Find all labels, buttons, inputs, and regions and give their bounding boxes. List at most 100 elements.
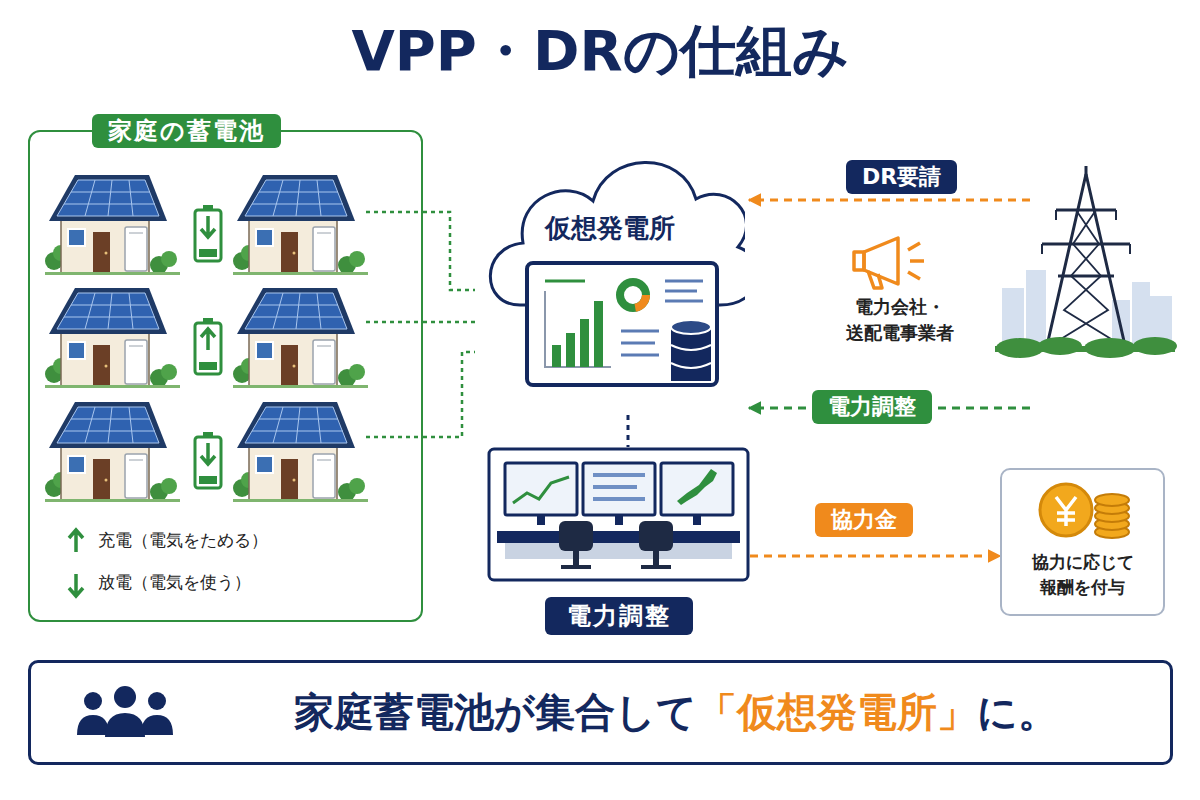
- graphic-part: [505, 463, 577, 515]
- graphic-part: [45, 175, 180, 275]
- edge-label: DR要請: [846, 160, 957, 194]
- graphic-part: [201, 216, 215, 237]
- graphic-part: [1041, 244, 1043, 254]
- graphic-part: [1056, 210, 1116, 342]
- graphic-part: [1095, 502, 1129, 514]
- connector: [749, 199, 1030, 202]
- connector: [423, 352, 475, 437]
- graphic-part: [573, 551, 579, 565]
- graphic-part: [45, 402, 180, 502]
- graphic-part: [545, 280, 585, 283]
- graphic-part: [671, 345, 711, 368]
- node-text: 家庭蓄電池が集合して: [294, 685, 697, 740]
- graphic-part: [671, 320, 711, 334]
- graphic-part: [69, 574, 83, 596]
- graphic-part: [1058, 275, 1114, 278]
- graphic-part: [84, 692, 102, 710]
- graphic-part: [593, 485, 637, 489]
- graphic-part: [661, 463, 733, 515]
- graphic-part: [201, 443, 215, 464]
- graphic-part: [195, 432, 221, 488]
- graphic-part: [594, 301, 603, 367]
- connector: [423, 212, 475, 290]
- graphic-part: [559, 521, 593, 551]
- graphic-part: [559, 521, 673, 569]
- graphic-part: [854, 252, 864, 270]
- banner-line: 家庭蓄電池が集合して「仮想発電所」に。: [201, 663, 1150, 762]
- legend-arrows: [69, 530, 83, 596]
- graphic-part: [114, 686, 136, 708]
- graphic-part: [665, 300, 703, 303]
- graphic-part: [583, 463, 655, 515]
- edge-label: 協力金: [815, 503, 913, 537]
- graphic-part: [513, 477, 569, 503]
- connector: [627, 415, 630, 447]
- node-text: 「仮想発電所」: [697, 685, 977, 740]
- cloud-shape: [475, 135, 745, 415]
- houses: [45, 175, 368, 502]
- graphic-part: [693, 515, 701, 525]
- legend-text: 充電（電気をためる）: [98, 529, 268, 552]
- graphic-part: [639, 521, 673, 551]
- summary-banner: 家庭蓄電池が集合して「仮想発電所」に。: [28, 660, 1173, 765]
- node-text: 電力調整: [545, 597, 693, 635]
- graphic-part: [566, 333, 575, 367]
- node-text: 協力に応じて報酬を付与: [1027, 550, 1138, 599]
- node-text: 電力会社・送配電事業者: [830, 294, 970, 346]
- reward-box: 協力に応じて報酬を付与: [1000, 468, 1165, 616]
- graphic-part: [665, 290, 697, 293]
- graphic-part: [105, 713, 145, 737]
- graphic-part: [1129, 244, 1131, 254]
- graphic-part: [621, 342, 655, 345]
- graphic-part: [593, 473, 645, 477]
- graphic-part: [141, 715, 173, 735]
- graphic-part: [1095, 518, 1129, 530]
- graphic-part: [908, 243, 920, 250]
- graphic-part: [620, 282, 646, 308]
- graphic-part: [366, 211, 423, 214]
- graphic-part: [497, 531, 740, 543]
- graphic-part: [908, 272, 920, 279]
- graphic-part: [653, 551, 659, 565]
- power-tower: [1042, 166, 1130, 350]
- node-text: に。: [977, 685, 1058, 740]
- graphic-part: [621, 281, 703, 355]
- battery-icons: [195, 205, 221, 488]
- graphic-part: [1095, 510, 1129, 522]
- graphic-part: [561, 565, 591, 569]
- graphic-part: [580, 319, 589, 367]
- legend-text: 放電（電気を使う）: [98, 571, 251, 594]
- graphic-part: [615, 515, 623, 525]
- graphic-part: [148, 692, 166, 710]
- connector: [423, 321, 475, 324]
- graphic-part: [552, 345, 561, 367]
- graphic-part: [1095, 494, 1129, 538]
- house-wires: [366, 212, 423, 437]
- graphic-part: [233, 402, 368, 502]
- graphic-part: [45, 288, 180, 388]
- edge-label: 電力調整: [812, 390, 932, 424]
- graphic-part: [77, 715, 109, 735]
- graphic-part: [505, 463, 733, 515]
- graphic-part: [233, 288, 368, 388]
- graphic-part: [489, 449, 748, 580]
- vpp-cloud: 仮想発電所: [475, 135, 745, 415]
- city: [1002, 270, 1172, 348]
- graphic-part: [868, 271, 882, 288]
- graphic-part: [1095, 494, 1129, 506]
- bushes: [995, 337, 1177, 358]
- graphic-part: [195, 318, 221, 374]
- graphic-part: [995, 346, 1175, 352]
- control-room-box: 電力調整: [487, 447, 750, 642]
- graphic-part: [545, 291, 611, 367]
- graphic-part: [366, 321, 423, 324]
- graphic-part: [1056, 497, 1076, 526]
- megaphone: [854, 238, 924, 288]
- node-text: 仮想発電所: [475, 211, 745, 246]
- graphic-part: [1085, 166, 1088, 176]
- graphic-part: [1115, 210, 1117, 220]
- graphic-part: [366, 436, 423, 439]
- node-text: 家庭の蓄電池: [92, 114, 281, 148]
- graphic-part: [1095, 526, 1129, 538]
- graphic-part: [593, 475, 645, 499]
